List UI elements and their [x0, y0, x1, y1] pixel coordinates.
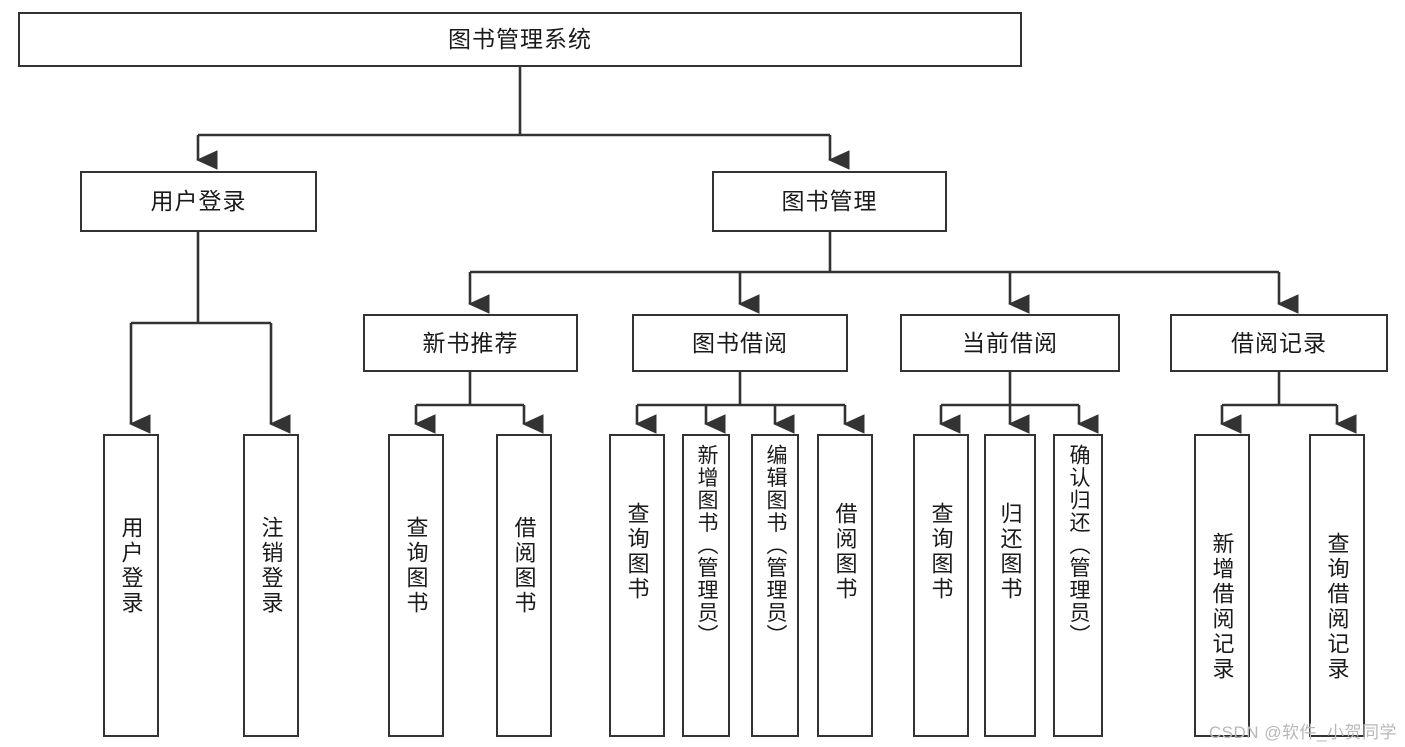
node-book-borrow[interactable]: 图书借阅 — [632, 314, 848, 372]
node-label: 查询图书 — [928, 502, 954, 602]
node-current-borrow[interactable]: 当前借阅 — [900, 314, 1120, 372]
node-user-login[interactable]: 用户登录 — [80, 171, 317, 232]
node-leaf-user-login[interactable]: 用户登录 — [103, 434, 159, 737]
node-label: 新增图书（管理员） — [695, 444, 719, 647]
node-label: 图书借阅 — [692, 329, 788, 356]
node-label: 借阅图书 — [511, 516, 537, 616]
node-label: 查询借阅记录 — [1324, 532, 1350, 682]
node-leaf-query-borrow-record[interactable]: 查询借阅记录 — [1309, 434, 1365, 737]
node-label: 借阅图书 — [832, 502, 858, 602]
node-root-book-management-system[interactable]: 图书管理系统 — [18, 12, 1022, 67]
node-label: 借阅记录 — [1231, 329, 1327, 356]
node-borrow-record[interactable]: 借阅记录 — [1170, 314, 1388, 372]
node-label: 图书管理系统 — [448, 26, 592, 53]
node-label: 查询图书 — [403, 516, 429, 616]
node-label: 当前借阅 — [962, 329, 1058, 356]
node-leaf-add-borrow-record[interactable]: 新增借阅记录 — [1194, 434, 1250, 737]
node-leaf-borrow-book[interactable]: 借阅图书 — [817, 434, 873, 737]
node-leaf-return-book[interactable]: 归还图书 — [984, 434, 1036, 737]
node-label: 新增借阅记录 — [1209, 532, 1235, 682]
node-leaf-query-book-newbook[interactable]: 查询图书 — [388, 434, 444, 737]
node-label: 确认归还（管理员） — [1067, 444, 1091, 647]
node-leaf-query-book-current[interactable]: 查询图书 — [913, 434, 969, 737]
node-leaf-query-book-borrow[interactable]: 查询图书 — [609, 434, 665, 737]
node-label: 用户登录 — [150, 188, 247, 215]
node-leaf-logout[interactable]: 注销登录 — [243, 434, 299, 737]
node-label: 用户登录 — [118, 516, 144, 616]
node-leaf-borrow-book-newbook[interactable]: 借阅图书 — [496, 434, 552, 737]
node-label: 编辑图书（管理员） — [764, 444, 788, 647]
node-label: 归还图书 — [997, 502, 1023, 602]
node-book-management[interactable]: 图书管理 — [712, 171, 947, 232]
node-label: 图书管理 — [781, 188, 878, 215]
node-label: 查询图书 — [624, 502, 650, 602]
node-leaf-confirm-return-admin[interactable]: 确认归还（管理员） — [1053, 434, 1103, 737]
node-label: 新书推荐 — [422, 329, 519, 356]
node-leaf-edit-book-admin[interactable]: 编辑图书（管理员） — [751, 434, 799, 737]
node-label: 注销登录 — [258, 516, 284, 616]
csdn-watermark: CSDN @软件_小贺同学 — [1208, 723, 1397, 742]
node-new-book-recommend[interactable]: 新书推荐 — [363, 314, 578, 372]
node-leaf-add-book-admin[interactable]: 新增图书（管理员） — [682, 434, 730, 737]
